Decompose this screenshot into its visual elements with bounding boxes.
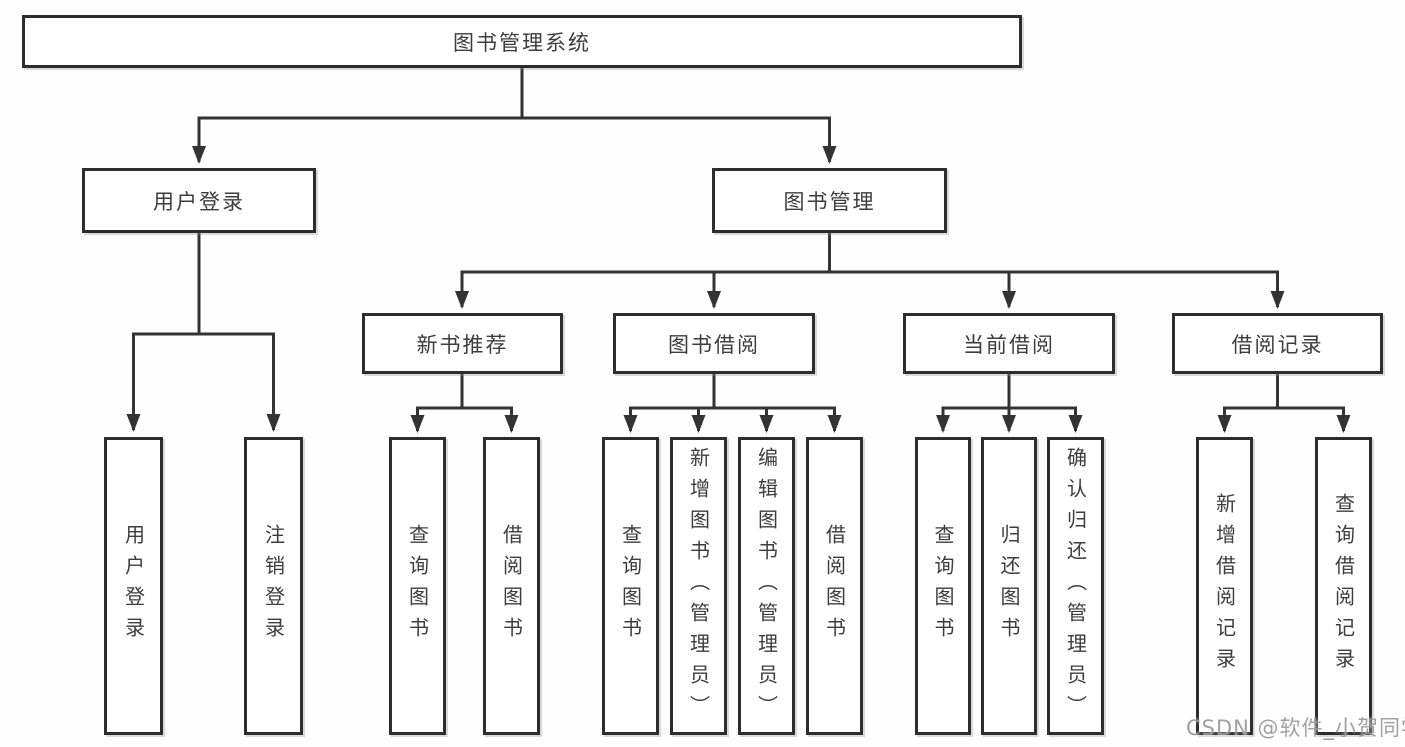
leaf-recommend-query-book-label: 查询图书	[405, 524, 430, 648]
leaf-return-book: 归还图书	[981, 437, 1037, 735]
leaf-current-query-book: 查询图书	[915, 437, 971, 735]
node-new-book-recommend-label: 新书推荐	[416, 332, 509, 357]
leaf-add-book-admin: 新增图书（管理员）	[670, 437, 727, 735]
leaf-edit-book-admin: 编辑图书（管理员）	[738, 437, 795, 735]
node-root: 图书管理系统	[22, 15, 1022, 68]
leaf-borrow-book-label: 借阅图书	[822, 524, 847, 648]
leaf-user-login-label: 用户登录	[121, 524, 146, 648]
node-root-label: 图书管理系统	[453, 30, 591, 55]
leaf-logout: 注销登录	[244, 437, 303, 735]
leaf-borrow-book: 借阅图书	[806, 437, 863, 735]
node-user-login: 用户登录	[82, 168, 316, 233]
leaf-borrow-query-book: 查询图书	[602, 437, 659, 735]
node-book-borrow: 图书借阅	[613, 313, 815, 374]
leaf-query-borrow-record-label: 查询借阅记录	[1331, 493, 1356, 679]
node-book-borrow-label: 图书借阅	[668, 332, 760, 357]
leaf-add-borrow-record-label: 新增借阅记录	[1212, 493, 1237, 679]
node-new-book-recommend: 新书推荐	[362, 313, 563, 374]
node-borrow-records-label: 借阅记录	[1231, 332, 1324, 357]
leaf-confirm-return-admin: 确认归还（管理员）	[1047, 437, 1104, 735]
leaf-current-query-book-label: 查询图书	[931, 524, 955, 648]
leaf-add-borrow-record: 新增借阅记录	[1196, 437, 1253, 735]
node-current-borrow: 当前借阅	[903, 313, 1115, 374]
leaf-return-book-label: 归还图书	[997, 524, 1021, 648]
leaf-recommend-borrow-book: 借阅图书	[483, 437, 540, 735]
node-current-borrow-label: 当前借阅	[963, 332, 1055, 357]
leaf-logout-label: 注销登录	[261, 524, 286, 648]
node-user-login-label: 用户登录	[153, 189, 245, 214]
node-book-management-label: 图书管理	[783, 189, 876, 214]
leaf-user-login: 用户登录	[104, 437, 163, 735]
leaf-recommend-query-book: 查询图书	[389, 437, 446, 735]
leaf-borrow-query-book-label: 查询图书	[618, 524, 643, 648]
csdn-watermark: CSDN @软件_小贺同学	[1186, 716, 1405, 740]
leaf-confirm-return-admin-label: 确认归还（管理员）	[1063, 446, 1088, 726]
leaf-query-borrow-record: 查询借阅记录	[1315, 437, 1372, 735]
leaf-edit-book-admin-label: 编辑图书（管理员）	[754, 446, 779, 726]
leaf-add-book-admin-label: 新增图书（管理员）	[686, 446, 711, 726]
leaf-recommend-borrow-book-label: 借阅图书	[499, 524, 524, 648]
node-borrow-records: 借阅记录	[1172, 313, 1383, 374]
node-book-management: 图书管理	[712, 168, 947, 233]
